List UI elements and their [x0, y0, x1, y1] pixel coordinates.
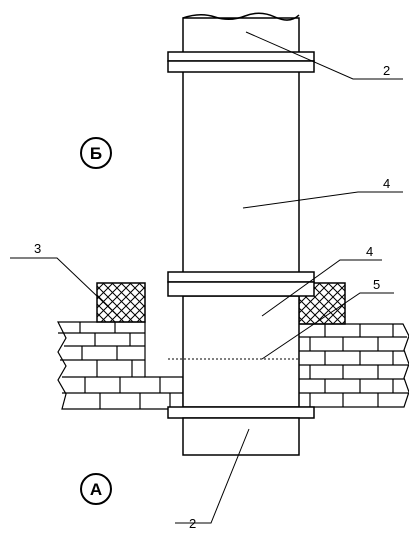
right-brick-wall — [297, 323, 409, 408]
leader-lines — [10, 31, 403, 524]
flange-top — [167, 51, 315, 73]
label-fill-level: 5 — [373, 277, 380, 292]
label-seal: 3 — [34, 241, 41, 256]
label-pipe-upper: 4 — [383, 176, 390, 191]
sleeve-pipe — [182, 295, 300, 408]
label-pipe-bottom: 2 — [189, 516, 196, 531]
zone-lower-label: А — [90, 480, 102, 499]
label-pipe-top: 2 — [383, 63, 390, 78]
label-texts: 2 4 4 5 3 2 — [34, 63, 390, 531]
flange-middle — [167, 271, 315, 297]
left-brick-wall — [57, 321, 184, 410]
label-pipe-lower: 4 — [366, 244, 373, 259]
seal-left — [96, 282, 146, 323]
zone-upper-marker: Б — [80, 137, 112, 169]
zone-upper-label: Б — [90, 144, 102, 163]
zone-lower-marker: А — [80, 473, 112, 505]
